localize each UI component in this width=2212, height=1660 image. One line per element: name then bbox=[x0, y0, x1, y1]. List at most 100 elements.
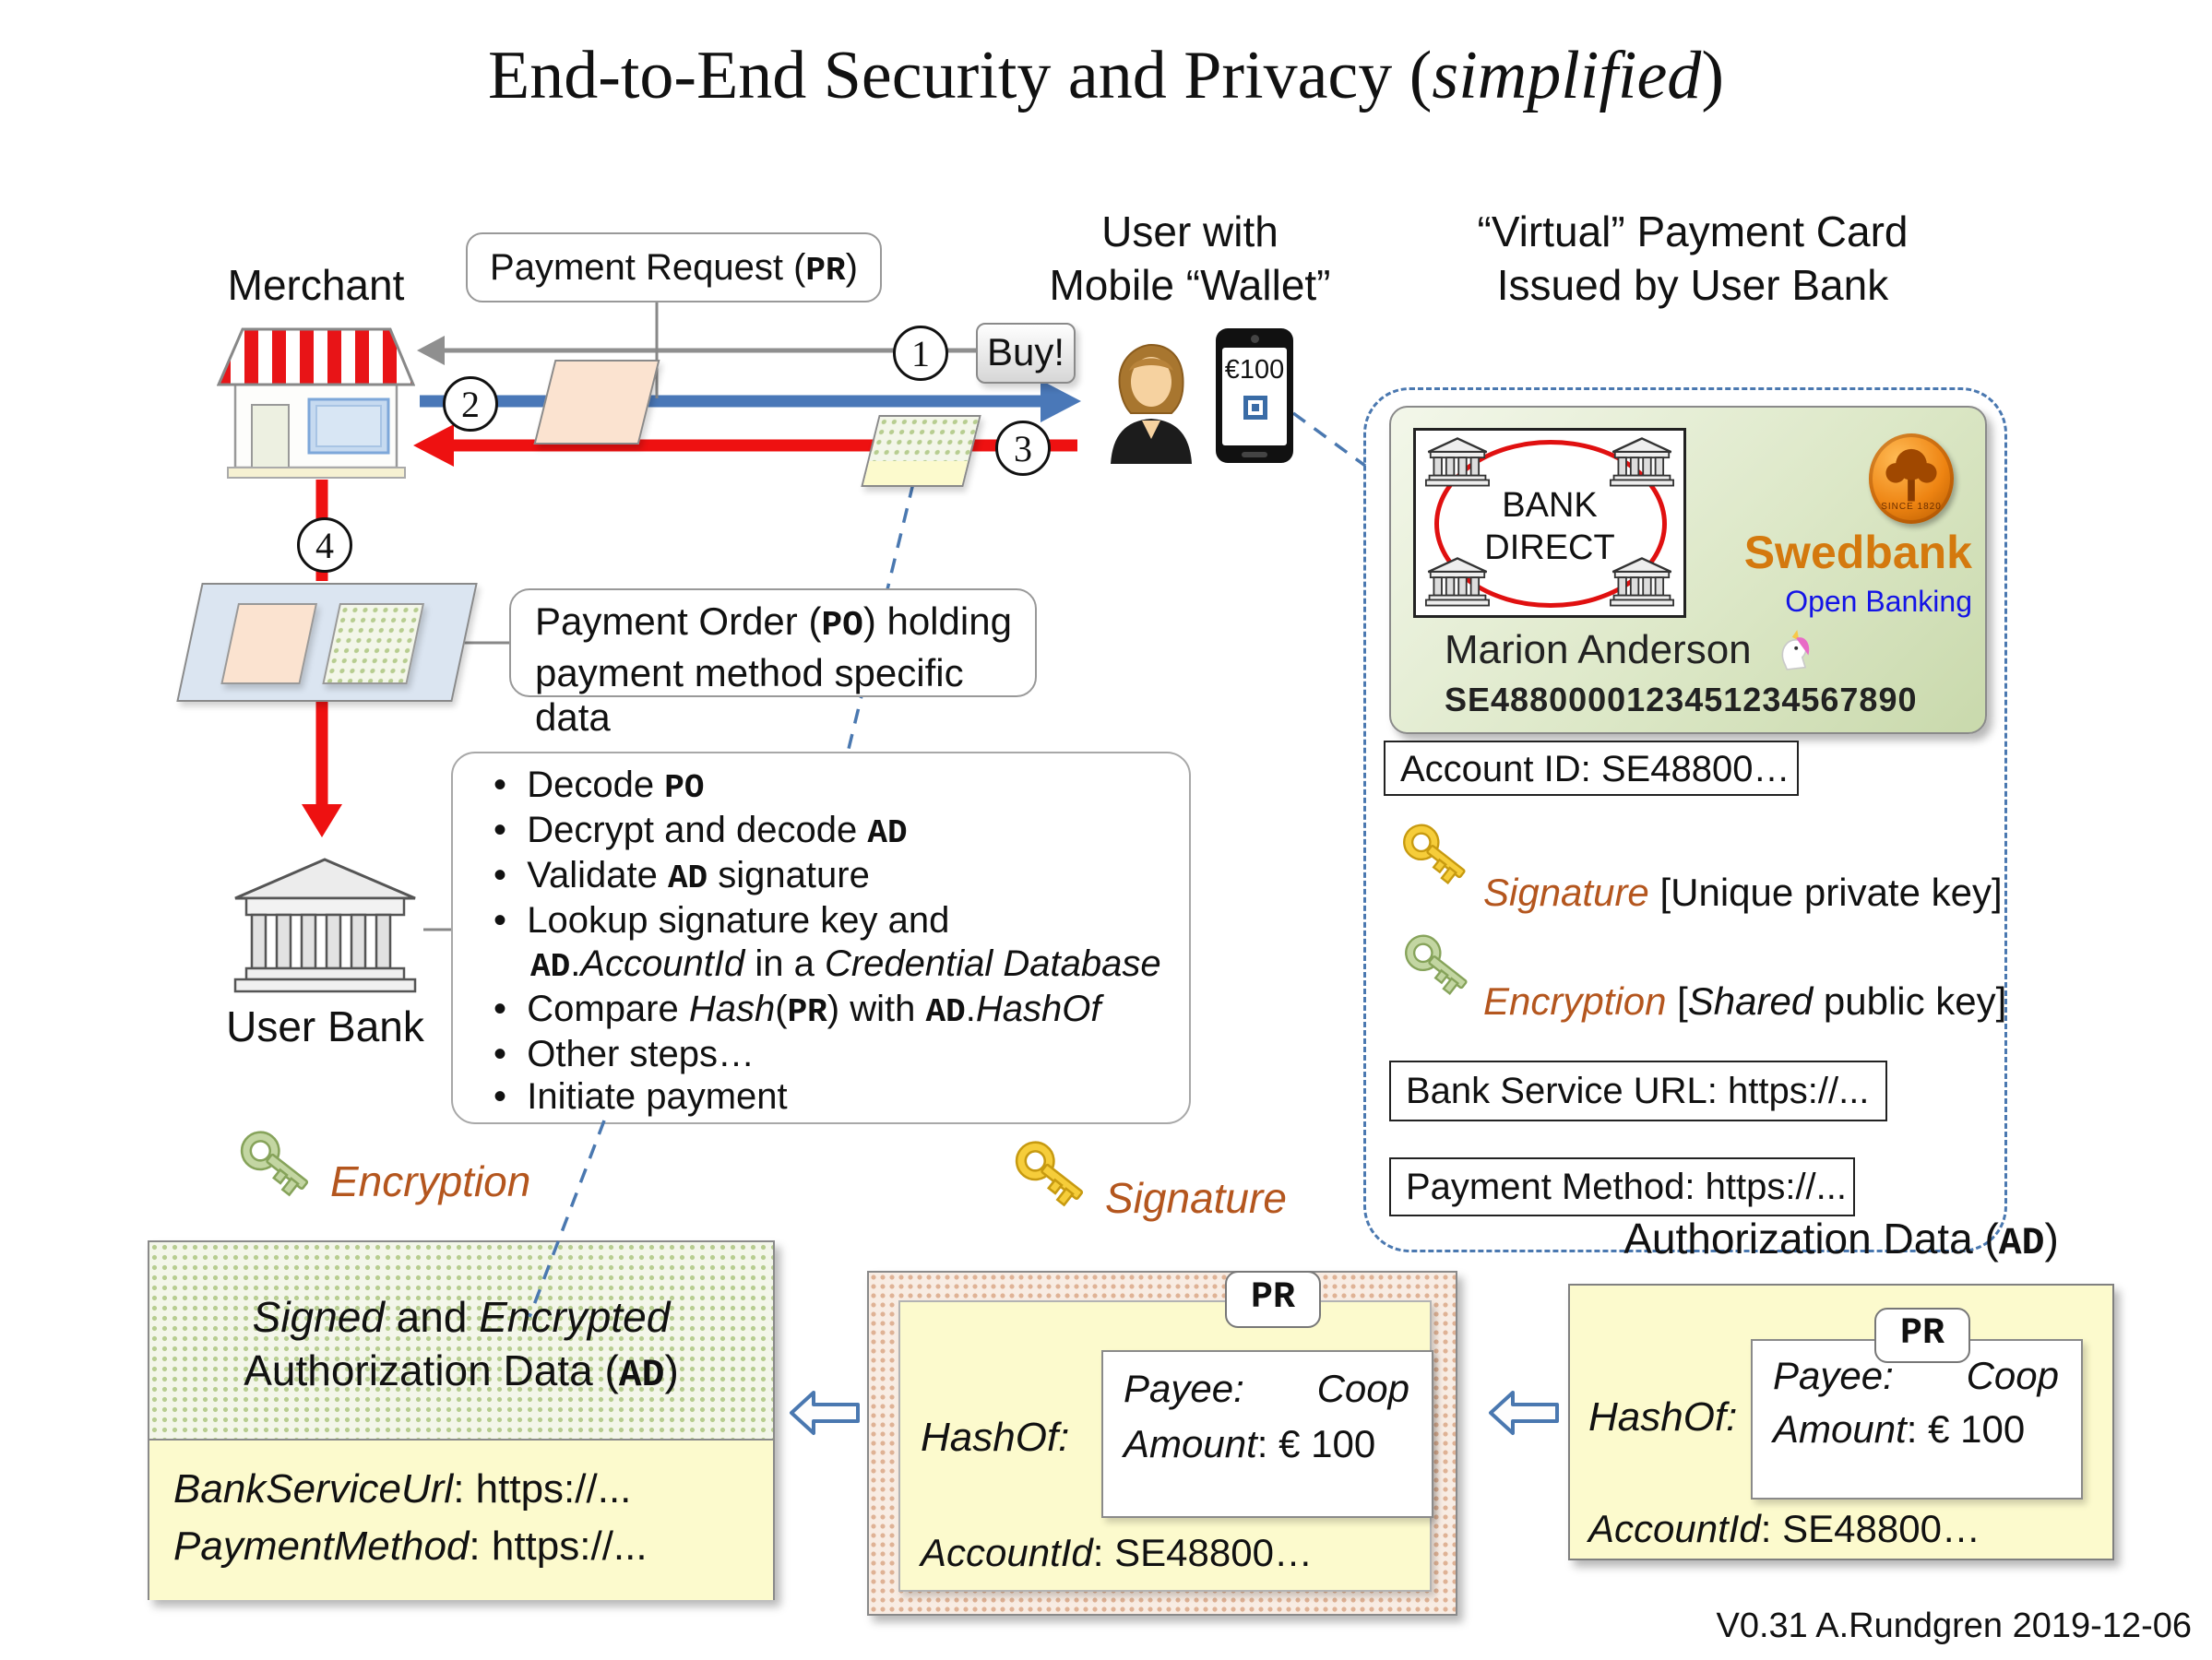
bullet-lookup-cont: AD.AccountId in a Credential Database bbox=[530, 943, 1161, 986]
payee-row: Payee:Coop bbox=[1124, 1367, 1409, 1411]
sealed-signed: Signed bbox=[252, 1293, 385, 1341]
encryption-key-row: Encryption [Shared public key] bbox=[1483, 979, 2006, 1024]
sealed-ad-line2: Authorization Data (AD) bbox=[149, 1344, 773, 1403]
sealed-ad-line1: Signed and Encrypted bbox=[149, 1290, 773, 1344]
amount-label: Amount bbox=[1124, 1422, 1257, 1465]
payee-value: Coop bbox=[1316, 1367, 1409, 1410]
bank-building-icon bbox=[233, 858, 417, 993]
pm-label: PaymentMethod bbox=[173, 1524, 470, 1569]
payment-method-box: Payment Method: https://... bbox=[1389, 1157, 1855, 1216]
payment-order-label-box: Payment Order (PO) holding payment metho… bbox=[509, 588, 1037, 739]
virtual-card-label-line2: Issued by User Bank bbox=[1496, 261, 1889, 309]
step-1-badge: 1 bbox=[893, 326, 948, 381]
encryption-key-shared: Shared bbox=[1687, 979, 1814, 1023]
arrow-step2-head bbox=[1041, 380, 1081, 422]
accountid-value: : SE48800… bbox=[1092, 1531, 1313, 1574]
bank-direct-line2: DIRECT bbox=[1484, 528, 1615, 567]
authorization-data-box: HashOf: Payee:Coop Amount: € 100 PR Acco… bbox=[1568, 1284, 2114, 1560]
signature-key-icon bbox=[1403, 824, 1466, 884]
bullet-text: Decode bbox=[527, 765, 665, 805]
merchant-store-icon bbox=[217, 327, 415, 479]
swedbank-coin-icon: SINCE 1820 bbox=[1869, 433, 1954, 524]
title-text: End-to-End Security and Privacy ( bbox=[488, 38, 1433, 113]
payment-order-line2: payment method specific data bbox=[535, 651, 964, 739]
payment-card: BANK DIRECT SINCE 1820 Swedbank Open Ban… bbox=[1389, 406, 1987, 734]
accountid-value: : SE48800… bbox=[1760, 1507, 1980, 1550]
bank-service-url-box: Bank Service URL: https://... bbox=[1389, 1061, 1887, 1121]
signed-ad-box: HashOf: Payee:Coop Amount: € 100 PR Acco… bbox=[867, 1271, 1457, 1616]
signature-label: Signature bbox=[1105, 1174, 1287, 1222]
payment-request-text: Payment Request ( bbox=[490, 247, 806, 288]
payment-request-suffix: ) bbox=[845, 247, 858, 288]
coin-text: SINCE 1820 bbox=[1881, 502, 1942, 512]
step-2-badge: 2 bbox=[443, 376, 498, 432]
phone-screen: €100 bbox=[1222, 348, 1287, 445]
bullet-code: AD bbox=[667, 860, 708, 897]
sealed-ad-code: AD bbox=[618, 1355, 665, 1397]
sealed-ad-text: Authorization Data ( bbox=[244, 1346, 619, 1394]
encryption-key-desc: public key] bbox=[1813, 979, 2007, 1023]
ad-title-text: Authorization Data ( bbox=[1623, 1215, 1999, 1263]
user-label: User with Mobile “Wallet” bbox=[1005, 205, 1374, 312]
account-id-box: Account ID: SE48800… bbox=[1384, 741, 1799, 796]
page-title: End-to-End Security and Privacy (simplif… bbox=[0, 37, 2212, 115]
bullet-lookup: • Lookup signature key and bbox=[494, 900, 950, 941]
sealed-ad-box: Signed and Encrypted Authorization Data … bbox=[148, 1240, 775, 1600]
bank-glyph-icon bbox=[1610, 557, 1674, 607]
bullet-text: in a bbox=[744, 943, 825, 984]
buy-button[interactable]: Buy! bbox=[976, 323, 1076, 384]
authorization-data-part bbox=[322, 603, 425, 684]
left-block-arrow-icon bbox=[790, 1391, 860, 1435]
bullet-italic: Credential Database bbox=[824, 943, 1161, 984]
bullet-text: Initiate payment bbox=[527, 1076, 788, 1117]
bullet-text: Validate bbox=[527, 855, 668, 895]
bank-glyph-icon bbox=[1610, 437, 1674, 487]
amount-row: Amount: € 100 bbox=[1773, 1407, 2025, 1452]
arrow-step1-head bbox=[417, 336, 445, 365]
payment-request-doc bbox=[533, 360, 660, 445]
bullet-code: AD bbox=[530, 948, 571, 986]
merchant-label: Merchant bbox=[227, 261, 405, 309]
bullet-text: Compare bbox=[527, 989, 689, 1029]
encryption-key-icon bbox=[240, 1131, 309, 1197]
sealed-ad-top: Signed and Encrypted Authorization Data … bbox=[149, 1242, 773, 1441]
payee-value: Coop bbox=[1966, 1354, 2059, 1397]
sealed-encrypted: Encrypted bbox=[479, 1293, 671, 1341]
signature-key-icon bbox=[1015, 1141, 1084, 1207]
payment-request-code: PR bbox=[805, 252, 846, 290]
arrow-step4-head bbox=[302, 804, 342, 837]
arrow-step3-head bbox=[413, 424, 454, 467]
authorization-data-title: Authorization Data (AD) bbox=[1568, 1214, 2114, 1265]
encryption-label: Encryption bbox=[330, 1157, 531, 1205]
accountid-label: AccountId bbox=[1588, 1507, 1761, 1550]
payment-order-suffix: ) holding bbox=[862, 599, 1012, 643]
payee-row: Payee: Coop bbox=[1773, 1354, 2059, 1398]
signature-key-row: Signature [Unique private key] bbox=[1483, 871, 2003, 915]
qr-code-icon bbox=[1243, 396, 1267, 420]
card-brand-sub: Open Banking bbox=[1785, 585, 1972, 618]
payee-label: Payee: bbox=[1773, 1354, 1894, 1397]
title-emphasis: simplified bbox=[1432, 38, 1702, 113]
bank-direct-logo: BANK DIRECT bbox=[1413, 428, 1686, 618]
pr-tab: PR bbox=[1225, 1271, 1321, 1328]
card-account-number: SE4880000123451234567890 bbox=[1445, 681, 1918, 718]
encryption-key-icon bbox=[1405, 934, 1468, 995]
pr-tab: PR bbox=[1874, 1308, 1970, 1363]
dashed-link-phone-card bbox=[1291, 411, 1367, 468]
payment-order-group bbox=[176, 583, 478, 702]
bullet-text: Decrypt and decode bbox=[527, 810, 868, 850]
left-block-arrow-icon bbox=[1489, 1391, 1559, 1435]
sealed-and: and bbox=[384, 1293, 480, 1341]
signed-ad-inner: HashOf: Payee:Coop Amount: € 100 PR Acco… bbox=[898, 1271, 1433, 1592]
step-1-number: 1 bbox=[911, 332, 930, 374]
bullet-italic: Hash bbox=[688, 989, 776, 1029]
sealed-ad-suffix: ) bbox=[664, 1346, 679, 1394]
bullet-validate: • Validate AD signature bbox=[494, 855, 870, 897]
step-4-number: 4 bbox=[315, 524, 334, 566]
step-4-badge: 4 bbox=[297, 517, 352, 573]
phone-home-bar bbox=[1242, 452, 1267, 457]
plain-part bbox=[862, 461, 969, 485]
payment-order-line1: Payment Order (PO) holding bbox=[535, 599, 1035, 646]
accountid-row: AccountId: SE48800… bbox=[921, 1531, 1313, 1575]
